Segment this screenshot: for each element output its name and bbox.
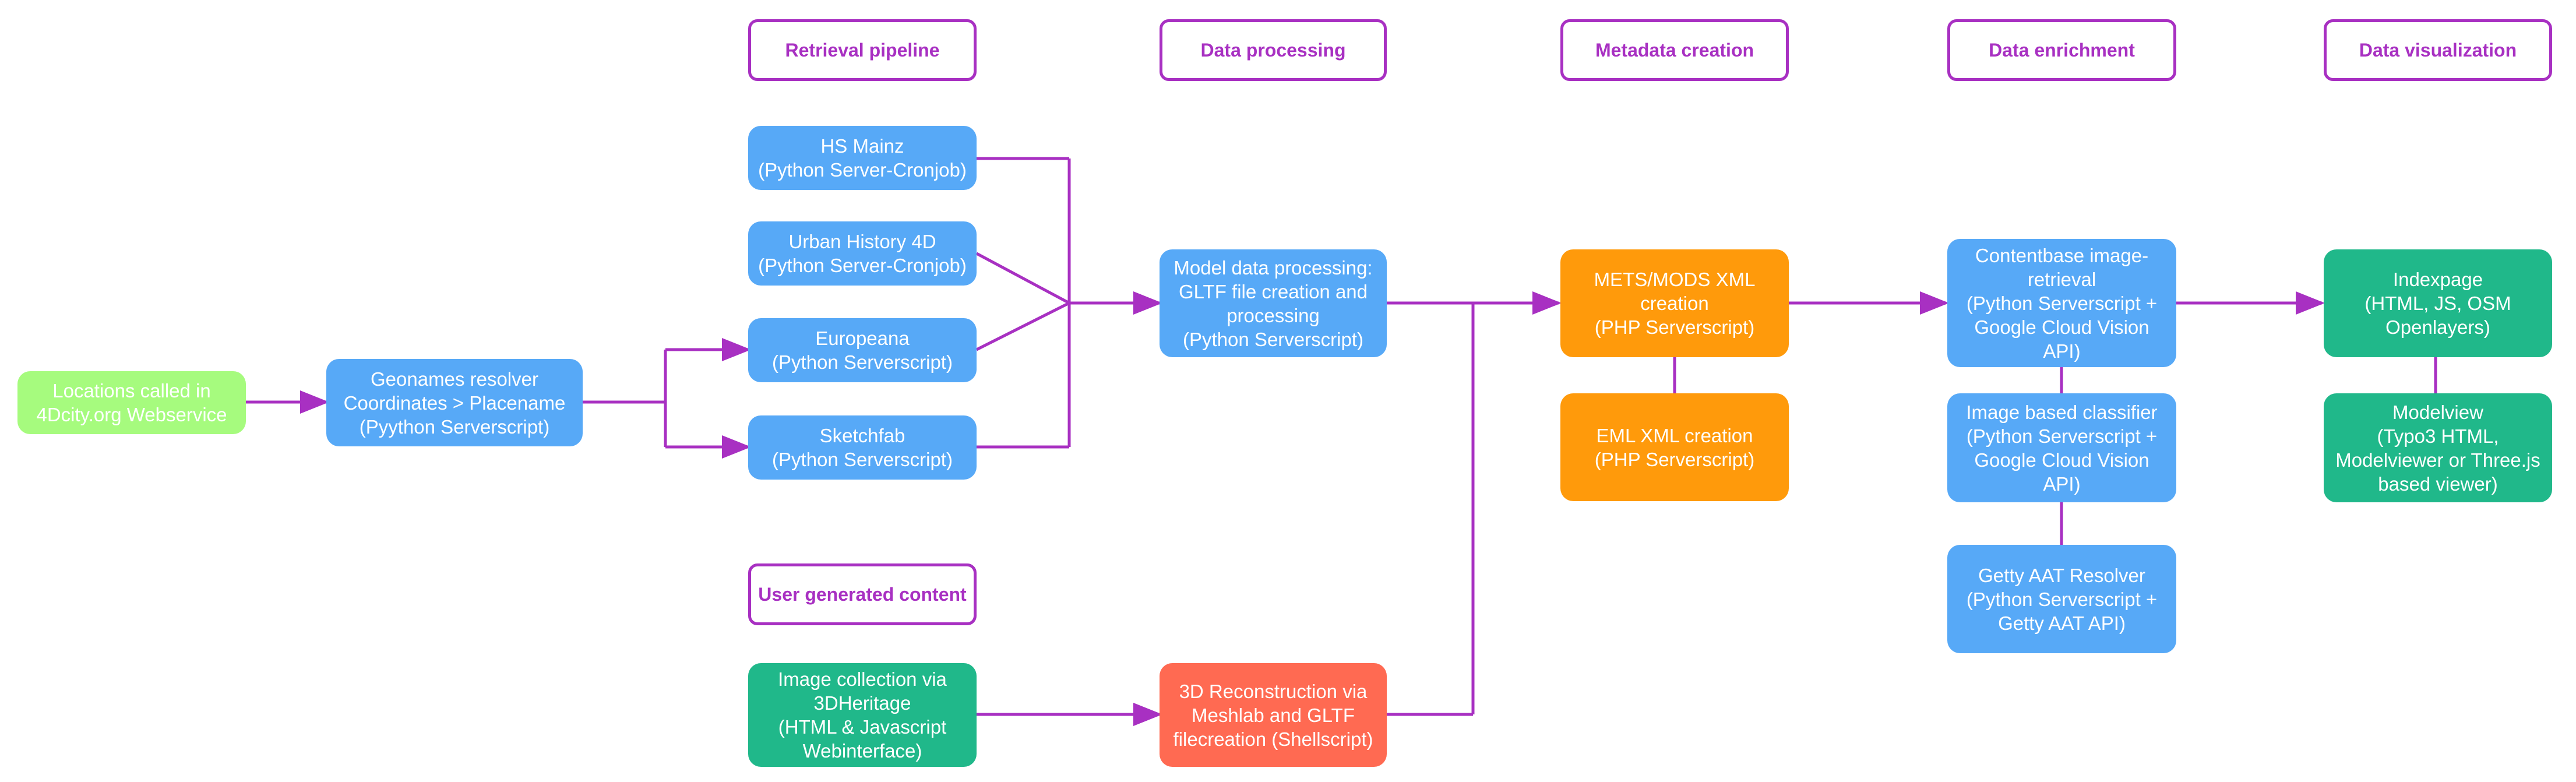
node-text-line: (Python Server-Cronjob) — [758, 255, 967, 276]
header-data-processing: Data processing — [1160, 19, 1387, 81]
node-text-line: Modelviewer or Three.js — [2335, 449, 2540, 471]
header-data-enrichment: Data enrichment — [1947, 19, 2176, 81]
node-text-line: Image collection via — [778, 668, 947, 690]
node-image-based-classifier: Image based classifier(Python Serverscri… — [1947, 393, 2176, 502]
node-text-line: Indexpage — [2392, 269, 2483, 290]
node-text-line: Coordinates > Placename — [343, 392, 566, 414]
node-text-line: Meshlab and GLTF — [1191, 704, 1355, 726]
node-hs-mainz: HS Mainz(Python Server-Cronjob) — [748, 126, 977, 190]
node-text-line: 4Dcity.org Webservice — [36, 404, 227, 425]
node-text-line: Contentbase image- — [1975, 244, 2149, 266]
node-europeana: Europeana(Python Serverscript) — [748, 318, 977, 382]
node-text-line: (Typo3 HTML, — [2377, 425, 2499, 447]
node-text-line: filecreation (Shellscript) — [1173, 728, 1373, 750]
node-eml-xml-creation: EML XML creation(PHP Serverscript) — [1560, 393, 1789, 501]
node-text-line: Google Cloud Vision — [1974, 316, 2149, 338]
node-text-line: Europeana — [815, 327, 910, 349]
node-text-line: Google Cloud Vision — [1974, 449, 2149, 471]
node-text-line: METS/MODS XML — [1594, 269, 1756, 290]
node-text-line: (HTML & Javascript — [778, 716, 947, 738]
node-text-line: retrieval — [2027, 268, 2096, 290]
node-text-line: HS Mainz — [820, 135, 904, 157]
node-mets-mods-xml: METS/MODS XML creation(PHP Serverscript) — [1560, 249, 1789, 357]
node-text-line: GLTF file creation and — [1178, 280, 1368, 302]
node-text-line: (Python Serverscript) — [1183, 328, 1363, 350]
node-text-line: 3D Reconstruction via — [1179, 680, 1368, 702]
node-text-line: Getty AAT API) — [1998, 612, 2126, 634]
node-text-line: processing — [1227, 304, 1320, 326]
header-data-visualization: Data visualization — [2324, 19, 2552, 81]
node-text-line: Getty AAT Resolver — [1978, 564, 2145, 586]
node-text-line: (Python Serverscript) — [772, 351, 953, 373]
node-text-line: Sketchfab — [819, 425, 905, 446]
node-text-line: Urban History 4D — [788, 231, 936, 252]
header-metadata-creation: Metadata creation — [1560, 19, 1789, 81]
node-text-line: creation — [1640, 293, 1709, 314]
node-text-line: (Python Serverscript + — [1966, 425, 2158, 447]
node-sketchfab: Sketchfab (Python Serverscript) — [748, 415, 977, 480]
node-contentbase-image-retrieval: Contentbase image-retrieval(Python Serve… — [1947, 239, 2176, 367]
node-locations: Locations called in 4Dcity.org Webservice — [17, 371, 246, 434]
node-text-line: Locations called in — [52, 380, 211, 401]
node-text-line: (Python Serverscript) — [772, 449, 953, 470]
node-text-line: (Pyython Serverscript) — [359, 415, 550, 438]
node-urban-history-4d: Urban History 4D (Python Server-Cronjob) — [748, 221, 977, 286]
node-text-line: API) — [2043, 473, 2081, 495]
node-text-line: 3DHeritage — [813, 692, 911, 714]
node-modelview: Modelview(Typo3 HTML,Modelviewer or Thre… — [2324, 393, 2552, 502]
node-text-line: (Python Serverscript + — [1966, 292, 2158, 314]
node-text-line: (Python Serverscript + — [1966, 588, 2158, 610]
node-text-line: Modelview — [2392, 401, 2483, 423]
node-text-line: (PHP Serverscript) — [1594, 316, 1755, 338]
node-text-line: Model data processing: — [1174, 256, 1373, 279]
node-text-line: (PHP Serverscript) — [1594, 448, 1755, 470]
header-retrieval-pipeline: Retrieval pipeline — [748, 19, 977, 81]
node-text-line: Geonames resolver — [371, 368, 538, 390]
node-getty-aat-resolver: Getty AAT Resolver(Python Serverscript +… — [1947, 545, 2176, 653]
node-text-line: (HTML, JS, OSM — [2364, 293, 2511, 314]
node-text-line: Openlayers) — [2385, 316, 2490, 338]
edge-urban-merge — [975, 252, 1070, 305]
node-text-line: Image based classifier — [1966, 401, 2158, 423]
header-user-generated-content: User generated content — [748, 563, 977, 625]
node-model-data-processing: Model data processing:GLTF file creation… — [1160, 249, 1387, 357]
node-text-line: (Python Server-Cronjob) — [758, 159, 967, 181]
node-text-line: based viewer) — [2378, 473, 2498, 495]
edge-europeana-merge — [975, 301, 1070, 351]
node-text-line: EML XML creation — [1596, 424, 1753, 446]
node-text-line: API) — [2043, 340, 2081, 362]
node-text-line: Webinterface) — [802, 740, 922, 762]
